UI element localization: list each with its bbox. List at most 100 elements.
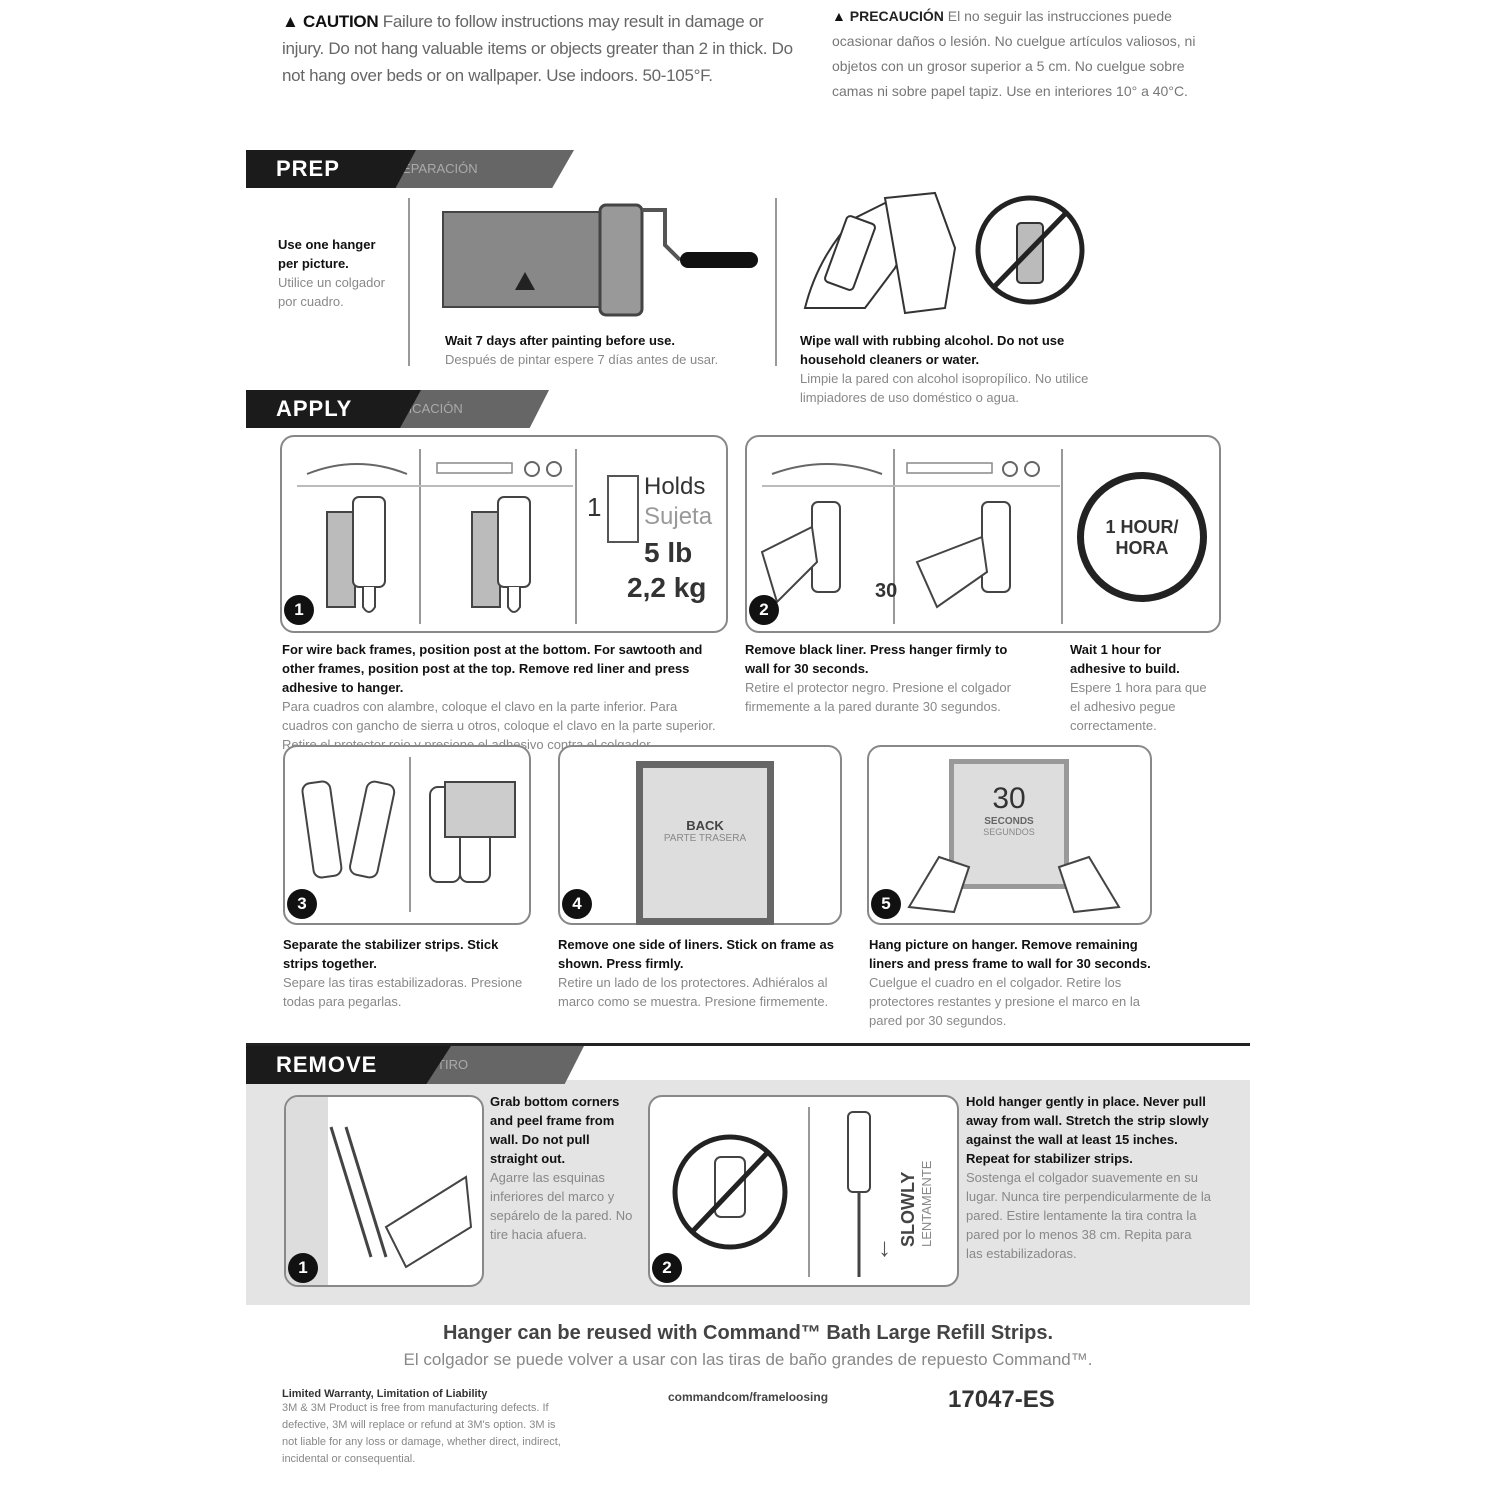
- holds-en: Holds: [644, 473, 706, 500]
- caution-title: CAUTION: [302, 12, 379, 31]
- apply-title: APPLY: [246, 390, 421, 428]
- wipe-wall-illustration: [803, 191, 1085, 315]
- warranty-text: 3M & 3M Product is free from manufacturi…: [282, 1402, 561, 1465]
- step5-es: Cuelgue el cuadro en el colgador. Retire…: [869, 975, 1140, 1028]
- slowly-es: LENTAMENTE: [919, 1160, 934, 1247]
- hanger-outline-icon: [607, 475, 639, 543]
- step4-es: Retire un lado de los protectores. Adhié…: [558, 975, 829, 1009]
- warning-icon: ▲: [832, 8, 846, 24]
- prep-item-1: Use one hanger per picture. Utilice un c…: [278, 235, 388, 311]
- arrow-down-icon: ↓: [878, 1232, 891, 1262]
- step5-timer: 30: [992, 782, 1026, 815]
- press-hanger-illustration: [760, 501, 1011, 609]
- stabilizer-strips-joined-icon: [429, 781, 516, 883]
- step-number: 1: [288, 1253, 318, 1283]
- wire-frame-icon: [771, 463, 883, 475]
- caution-text: Failure to follow instructions may resul…: [282, 12, 793, 85]
- prep-item3-en: Wipe wall with rubbing alcohol. Do not u…: [800, 333, 1065, 367]
- divider: [775, 198, 777, 366]
- remove-step2-panel: ↓ SLOWLY LENTAMENTE 2: [648, 1095, 959, 1287]
- warranty-title: Limited Warranty, Limitation of Liabilit…: [282, 1388, 488, 1400]
- precaucion-title: PRECAUCIÓN: [849, 8, 944, 24]
- apply-step5-panel: 30 SECONDS SEGUNDOS 5: [867, 745, 1152, 925]
- apply-wait-caption: Wait 1 hour for adhesive to build. Esper…: [1070, 640, 1218, 735]
- clock-icon: 1 HOUR/ HORA: [1077, 472, 1207, 602]
- footer-url[interactable]: commandcom/frameloosing: [668, 1390, 829, 1404]
- timer-number: 30: [875, 580, 898, 602]
- warning-icon: ▲: [282, 12, 299, 31]
- picture-frame-illustration: 30 SECONDS SEGUNDOS: [949, 759, 1069, 889]
- remove-title: REMOVE: [246, 1046, 451, 1084]
- step5-timer-unit-es: SEGUNDOS: [983, 827, 1035, 837]
- remove-step1-caption: Grab bottom corners and peel frame from …: [490, 1092, 638, 1244]
- apply-header: APLICACIÓN APPLY: [246, 390, 549, 428]
- prep-item-2: Wait 7 days after painting before use. D…: [445, 331, 765, 369]
- reuse-en: Hanger can be reused with Command™ Bath …: [442, 1322, 1054, 1344]
- wait-en: Wait 1 hour for adhesive to build.: [1070, 642, 1180, 676]
- holds-lb: 5 lb: [644, 537, 693, 568]
- wait-es: Espere 1 hora para que el adhesivo pegue…: [1070, 680, 1207, 733]
- frame-back-illustration: BACK PARTE TRASERA: [636, 761, 774, 925]
- divider: [808, 1107, 810, 1277]
- divider: [893, 449, 895, 624]
- clock-text2: HORA: [1115, 538, 1169, 558]
- precaucion-text: El no seguir las instrucciones puede oca…: [832, 8, 1196, 99]
- warranty: Limited Warranty, Limitation of Liabilit…: [282, 1388, 572, 1468]
- apply-step5-caption: Hang picture on hanger. Remove remaining…: [869, 935, 1159, 1030]
- apply-step4-caption: Remove one side of liners. Stick on fram…: [558, 935, 843, 1011]
- hanger-strip-icon: [471, 496, 531, 613]
- prep-item1-en: Use one hanger per picture.: [278, 237, 376, 271]
- apply-step3-panel: 3: [283, 745, 531, 925]
- back-label: BACK: [686, 818, 724, 833]
- step-number: 2: [749, 595, 779, 625]
- apply-step4-panel: BACK PARTE TRASERA 4: [558, 745, 842, 925]
- sawtooth-frame-icon: [906, 461, 1040, 477]
- divider: [1061, 449, 1063, 624]
- remove-step1-es: Agarre las esquinas inferiores del marco…: [490, 1170, 633, 1242]
- step1-es: Para cuadros con alambre, coloque el cla…: [282, 699, 716, 752]
- holds-count: 1: [587, 492, 602, 522]
- prep-item-3: Wipe wall with rubbing alcohol. Do not u…: [800, 331, 1100, 407]
- product-code: 17047-ES: [948, 1386, 1055, 1413]
- remove-rule: [246, 1043, 1250, 1046]
- step2-en: Remove black liner. Press hanger firmly …: [745, 642, 1008, 676]
- back-label-es: PARTE TRASERA: [663, 833, 747, 844]
- prep-item3-es: Limpie la pared con alcohol isopropílico…: [800, 371, 1089, 405]
- step3-es: Separe las tiras estabilizadoras. Presio…: [283, 975, 523, 1009]
- apply-step1-panel: 1 Holds Sujeta 5 lb 2,2 kg 1: [280, 435, 728, 633]
- apply-step2-caption: Remove black liner. Press hanger firmly …: [745, 640, 1030, 716]
- prep-title: PREP: [246, 150, 416, 188]
- hanger-strip-icon: [326, 496, 386, 613]
- apply-step3-caption: Separate the stabilizer strips. Stick st…: [283, 935, 528, 1011]
- no-pull-icon: [672, 1134, 788, 1250]
- holds-kg: 2,2 kg: [627, 572, 707, 603]
- step4-en: Remove one side of liners. Stick on fram…: [558, 937, 834, 971]
- step5-timer-unit: SECONDS: [984, 816, 1034, 827]
- divider: [575, 449, 577, 624]
- holds-es: Sujeta: [644, 503, 713, 530]
- sawtooth-frame-icon: [436, 461, 562, 477]
- step5-en: Hang picture on hanger. Remove remaining…: [869, 937, 1151, 971]
- hands-pressing-illustration: [907, 855, 1121, 914]
- caution-es: ▲ PRECAUCIÓN El no seguir las instruccio…: [832, 4, 1222, 104]
- prep-header: PREPARACIÓN PREP: [246, 150, 574, 188]
- caution-en: ▲ CAUTION Failure to follow instructions…: [282, 8, 802, 89]
- remove-step1-panel: 1: [284, 1095, 484, 1287]
- step-number: 2: [652, 1253, 682, 1283]
- wall-line: [297, 485, 573, 487]
- reuse-es: El colgador se puede volver a usar con l…: [403, 1350, 1093, 1369]
- prep-item1-es: Utilice un colgador por cuadro.: [278, 275, 385, 309]
- step1-en: For wire back frames, position post at t…: [282, 642, 703, 695]
- peel-frame-illustration: [329, 1126, 473, 1269]
- clock-text1: 1 HOUR/: [1105, 517, 1179, 537]
- remove-step2-caption: Hold hanger gently in place. Never pull …: [966, 1092, 1211, 1263]
- remove-step1-en: Grab bottom corners and peel frame from …: [490, 1094, 620, 1166]
- slowly-label: SLOWLY LENTAMENTE: [898, 1161, 934, 1247]
- prep-item2-es: Después de pintar espere 7 días antes de…: [445, 352, 719, 367]
- apply-step2-panel: 30 1 HOUR/ HORA 2: [745, 435, 1221, 633]
- stabilizer-strips-icon: [301, 780, 396, 879]
- remove-step2-en: Hold hanger gently in place. Never pull …: [966, 1094, 1209, 1166]
- wall-line: [762, 485, 1060, 487]
- paint-roller-illustration: [442, 203, 758, 317]
- step-number: 1: [284, 595, 314, 625]
